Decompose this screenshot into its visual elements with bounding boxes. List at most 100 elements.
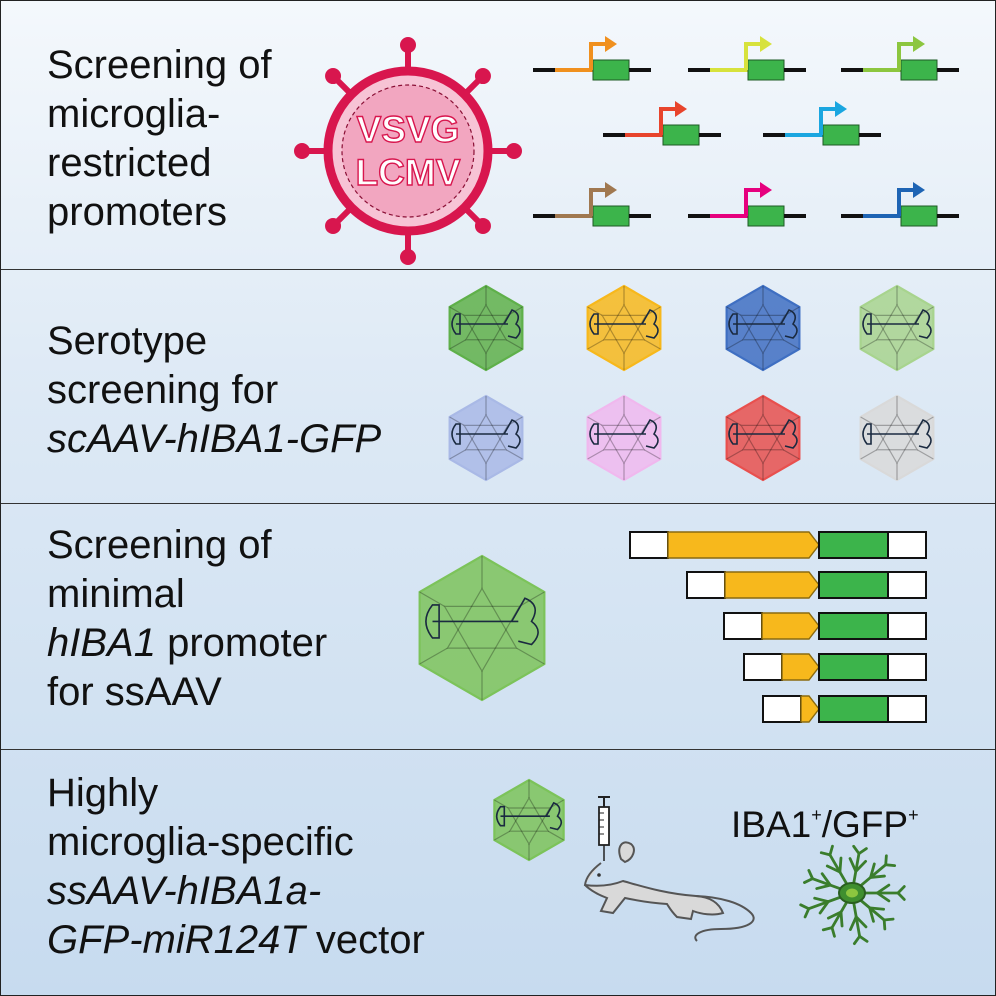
serotype-capsid xyxy=(725,394,801,482)
tss-arrowhead xyxy=(605,182,617,198)
serotype-capsid xyxy=(448,394,524,482)
microglia-cell-icon xyxy=(799,844,906,946)
microglia-tip xyxy=(807,869,814,881)
microglia-branch xyxy=(815,883,832,890)
utr-box-right xyxy=(887,695,927,723)
capsid-edge xyxy=(643,339,661,350)
ssaav-capsid-icon xyxy=(418,554,546,702)
serotype-capsids xyxy=(448,284,935,482)
panel2-line1: Serotype xyxy=(47,319,208,363)
panel4-line4: GFP-miR124T vector xyxy=(47,916,425,965)
gfp-box xyxy=(818,653,889,681)
tss-arrow-stem xyxy=(659,107,677,135)
gfp-box xyxy=(592,59,630,81)
panel2-line3: scAAV-hIBA1-GFP xyxy=(47,417,382,461)
capsid-edge xyxy=(505,339,523,350)
virus-spike-knob xyxy=(400,37,416,53)
microglia-branch xyxy=(849,915,858,931)
gfp-box xyxy=(747,59,785,81)
gfp-box xyxy=(592,205,630,227)
itr-left xyxy=(495,805,506,827)
itr-right xyxy=(780,308,798,339)
mouse-icon xyxy=(583,841,755,942)
iba1-sup: + xyxy=(811,805,822,825)
capsid-facet xyxy=(464,303,508,341)
microglia-tip xyxy=(896,885,906,895)
itr-right xyxy=(641,308,659,339)
microglia-branch xyxy=(820,872,832,887)
serotype-capsid xyxy=(586,394,662,482)
capsid-edge xyxy=(449,306,465,316)
capsid-edge xyxy=(643,449,661,460)
utr-box-right xyxy=(887,571,927,599)
capsid-facet xyxy=(740,424,786,465)
panel3-text: Screening of minimal hIBA1 promoter for … xyxy=(47,521,327,717)
capsid-edge xyxy=(516,647,545,665)
capsid-edge xyxy=(916,339,934,350)
serotype-capsid xyxy=(448,284,524,372)
capsid-hexagon xyxy=(418,554,546,702)
divider-3 xyxy=(1,749,995,750)
capsid-hexagon xyxy=(725,284,801,372)
capsid-facet xyxy=(602,303,646,341)
truncation-row xyxy=(762,695,927,723)
panel3-line1: Screening of xyxy=(47,523,272,567)
panel3-promoter-word: promoter xyxy=(155,621,328,665)
serotype-capsid xyxy=(725,284,801,372)
microglia-tip xyxy=(857,847,868,856)
gfp-box xyxy=(818,571,889,599)
virus-spike-knob xyxy=(294,143,310,159)
serotype-capsid xyxy=(586,284,662,372)
gfp-box xyxy=(818,612,889,640)
capsid-facet xyxy=(463,424,509,465)
truncation-row xyxy=(686,571,927,599)
microglia-tip xyxy=(803,907,811,919)
utr-box-right xyxy=(887,612,927,640)
capsid-facet xyxy=(507,807,551,846)
utr-box-left xyxy=(686,571,726,599)
capsid-edge xyxy=(860,306,876,316)
microglia-branch xyxy=(854,859,868,873)
tss-arrow-stem xyxy=(897,188,915,216)
itr-right xyxy=(511,597,539,646)
itr-left xyxy=(589,313,599,335)
virus-spike-knob xyxy=(325,68,342,85)
microglia-branch xyxy=(854,915,868,929)
capsid-edge xyxy=(860,339,878,350)
itr-left xyxy=(728,313,738,335)
serotype-capsid xyxy=(859,394,935,482)
capsid-hexagon xyxy=(725,394,801,482)
capsid-edge xyxy=(419,591,445,607)
capsid-facet xyxy=(601,314,647,355)
iba1-gfp-label: IBA1+/GFP+ xyxy=(731,804,919,846)
microglia-branch xyxy=(868,906,886,911)
panel1-line4: promoters xyxy=(47,190,228,234)
capsid-edge xyxy=(726,449,744,460)
capsid-edge xyxy=(547,830,564,841)
divider-1 xyxy=(1,269,995,270)
itr-right xyxy=(503,308,521,339)
microglia-tip xyxy=(858,934,869,943)
gfp-box xyxy=(822,124,860,146)
capsid-hexagon xyxy=(586,394,662,482)
panel3-line4: for ssAAV xyxy=(47,670,222,714)
virus-spike-knob xyxy=(325,217,342,234)
microglia-branch xyxy=(813,896,830,904)
microglia-tip xyxy=(830,926,836,938)
capsid-edge xyxy=(587,449,605,460)
truncation-row xyxy=(629,531,927,559)
capsid-facet xyxy=(875,303,919,341)
itr-right xyxy=(545,801,563,831)
capsid-facet xyxy=(601,424,647,465)
capsid-hexagon xyxy=(448,394,524,482)
utr-box-left xyxy=(743,653,783,681)
panel4-line3: ssAAV-hIBA1a- xyxy=(47,869,322,913)
utr-box-right xyxy=(887,653,927,681)
microglia-tip xyxy=(852,934,862,946)
itr-right xyxy=(641,418,659,449)
truncation-constructs xyxy=(629,531,927,723)
microglia-branch xyxy=(868,906,875,923)
gfp-sup: + xyxy=(908,805,919,825)
utr-box-left xyxy=(723,612,763,640)
